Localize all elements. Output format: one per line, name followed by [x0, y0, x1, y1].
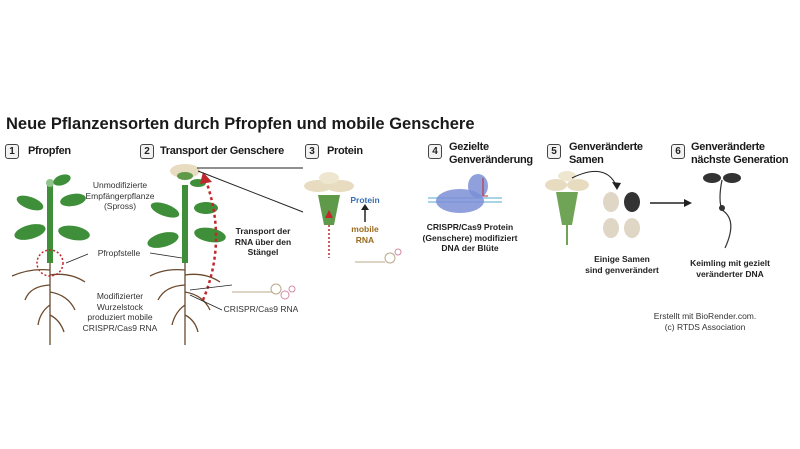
plant-1-illustration: [11, 174, 90, 345]
step-2-heading: Transport der Genschere: [160, 145, 284, 157]
step-4-badge: 4: [428, 144, 442, 159]
credit-line: (c) RTDS Association: [664, 321, 746, 332]
page-title: Neue Pflanzensorten durch Pfropfen und m…: [6, 115, 475, 133]
label-line: Transport der: [235, 226, 291, 236]
label-line: Keimling mit gezielt: [690, 258, 770, 268]
label-line: (Genschere) modifiziert: [422, 232, 518, 243]
flower-illustration: [304, 172, 402, 264]
label-line: sind genverändert: [585, 264, 659, 275]
step-5-heading-line2: Samen: [569, 154, 604, 166]
label-line: Stängel: [247, 247, 279, 257]
label-line: Wurzelstock: [96, 301, 144, 312]
label-line: CRISPR/Cas9 Protein: [426, 222, 514, 232]
crispr-rna-label: CRISPR/Cas9 RNA: [223, 304, 299, 314]
credit-line: Erstellt mit BioRender.com.: [653, 311, 757, 321]
label-line: produziert mobile: [87, 312, 153, 322]
step-5-heading-line1: Genveränderte: [569, 141, 643, 153]
graft-site-label: Pfropfstelle: [97, 248, 141, 258]
protein-label: Protein: [350, 195, 380, 205]
seeds-illustration: [545, 170, 692, 245]
seedling-illustration: [703, 173, 741, 249]
step-1-badge: 1: [5, 144, 19, 159]
step-2-badge: 2: [140, 144, 154, 159]
step-4-heading-line1: Gezielte: [449, 141, 489, 153]
cas9-label: CRISPR/Cas9 Protein(Genschere) modifizie…: [405, 222, 535, 254]
step-5-badge: 5: [547, 144, 561, 159]
label-line: Einige Samen: [594, 254, 650, 264]
label-line: veränderter DNA: [696, 268, 764, 279]
plant-2-illustration: [147, 164, 296, 345]
label-line: RNA: [355, 234, 375, 245]
label-line: DNA der Blüte: [441, 243, 499, 253]
step-3-heading: Protein: [327, 145, 363, 157]
cas9-illustration: [428, 174, 502, 213]
step-3-badge: 3: [305, 144, 319, 159]
step-6-heading-line1: Genveränderte: [691, 141, 765, 153]
step-6-heading-line2: nächste Generation: [691, 154, 789, 166]
label-line: Unmodifizierte: [92, 180, 148, 190]
step-6-badge: 6: [671, 144, 685, 159]
label-line: CRISPR/Cas9 RNA: [82, 322, 158, 333]
label-line: Modifizierter: [96, 291, 144, 301]
label-line: Empfängerpflanze: [85, 190, 155, 201]
label-line: mobile: [351, 224, 379, 234]
step-4-heading-line2: Genveränderung: [449, 154, 533, 166]
label-line: (Spross): [103, 201, 137, 211]
credit: Erstellt mit BioRender.com.(c) RTDS Asso…: [630, 311, 780, 332]
step-1-heading: Pfropfen: [28, 145, 71, 157]
label-line: RNA über den: [234, 236, 292, 247]
